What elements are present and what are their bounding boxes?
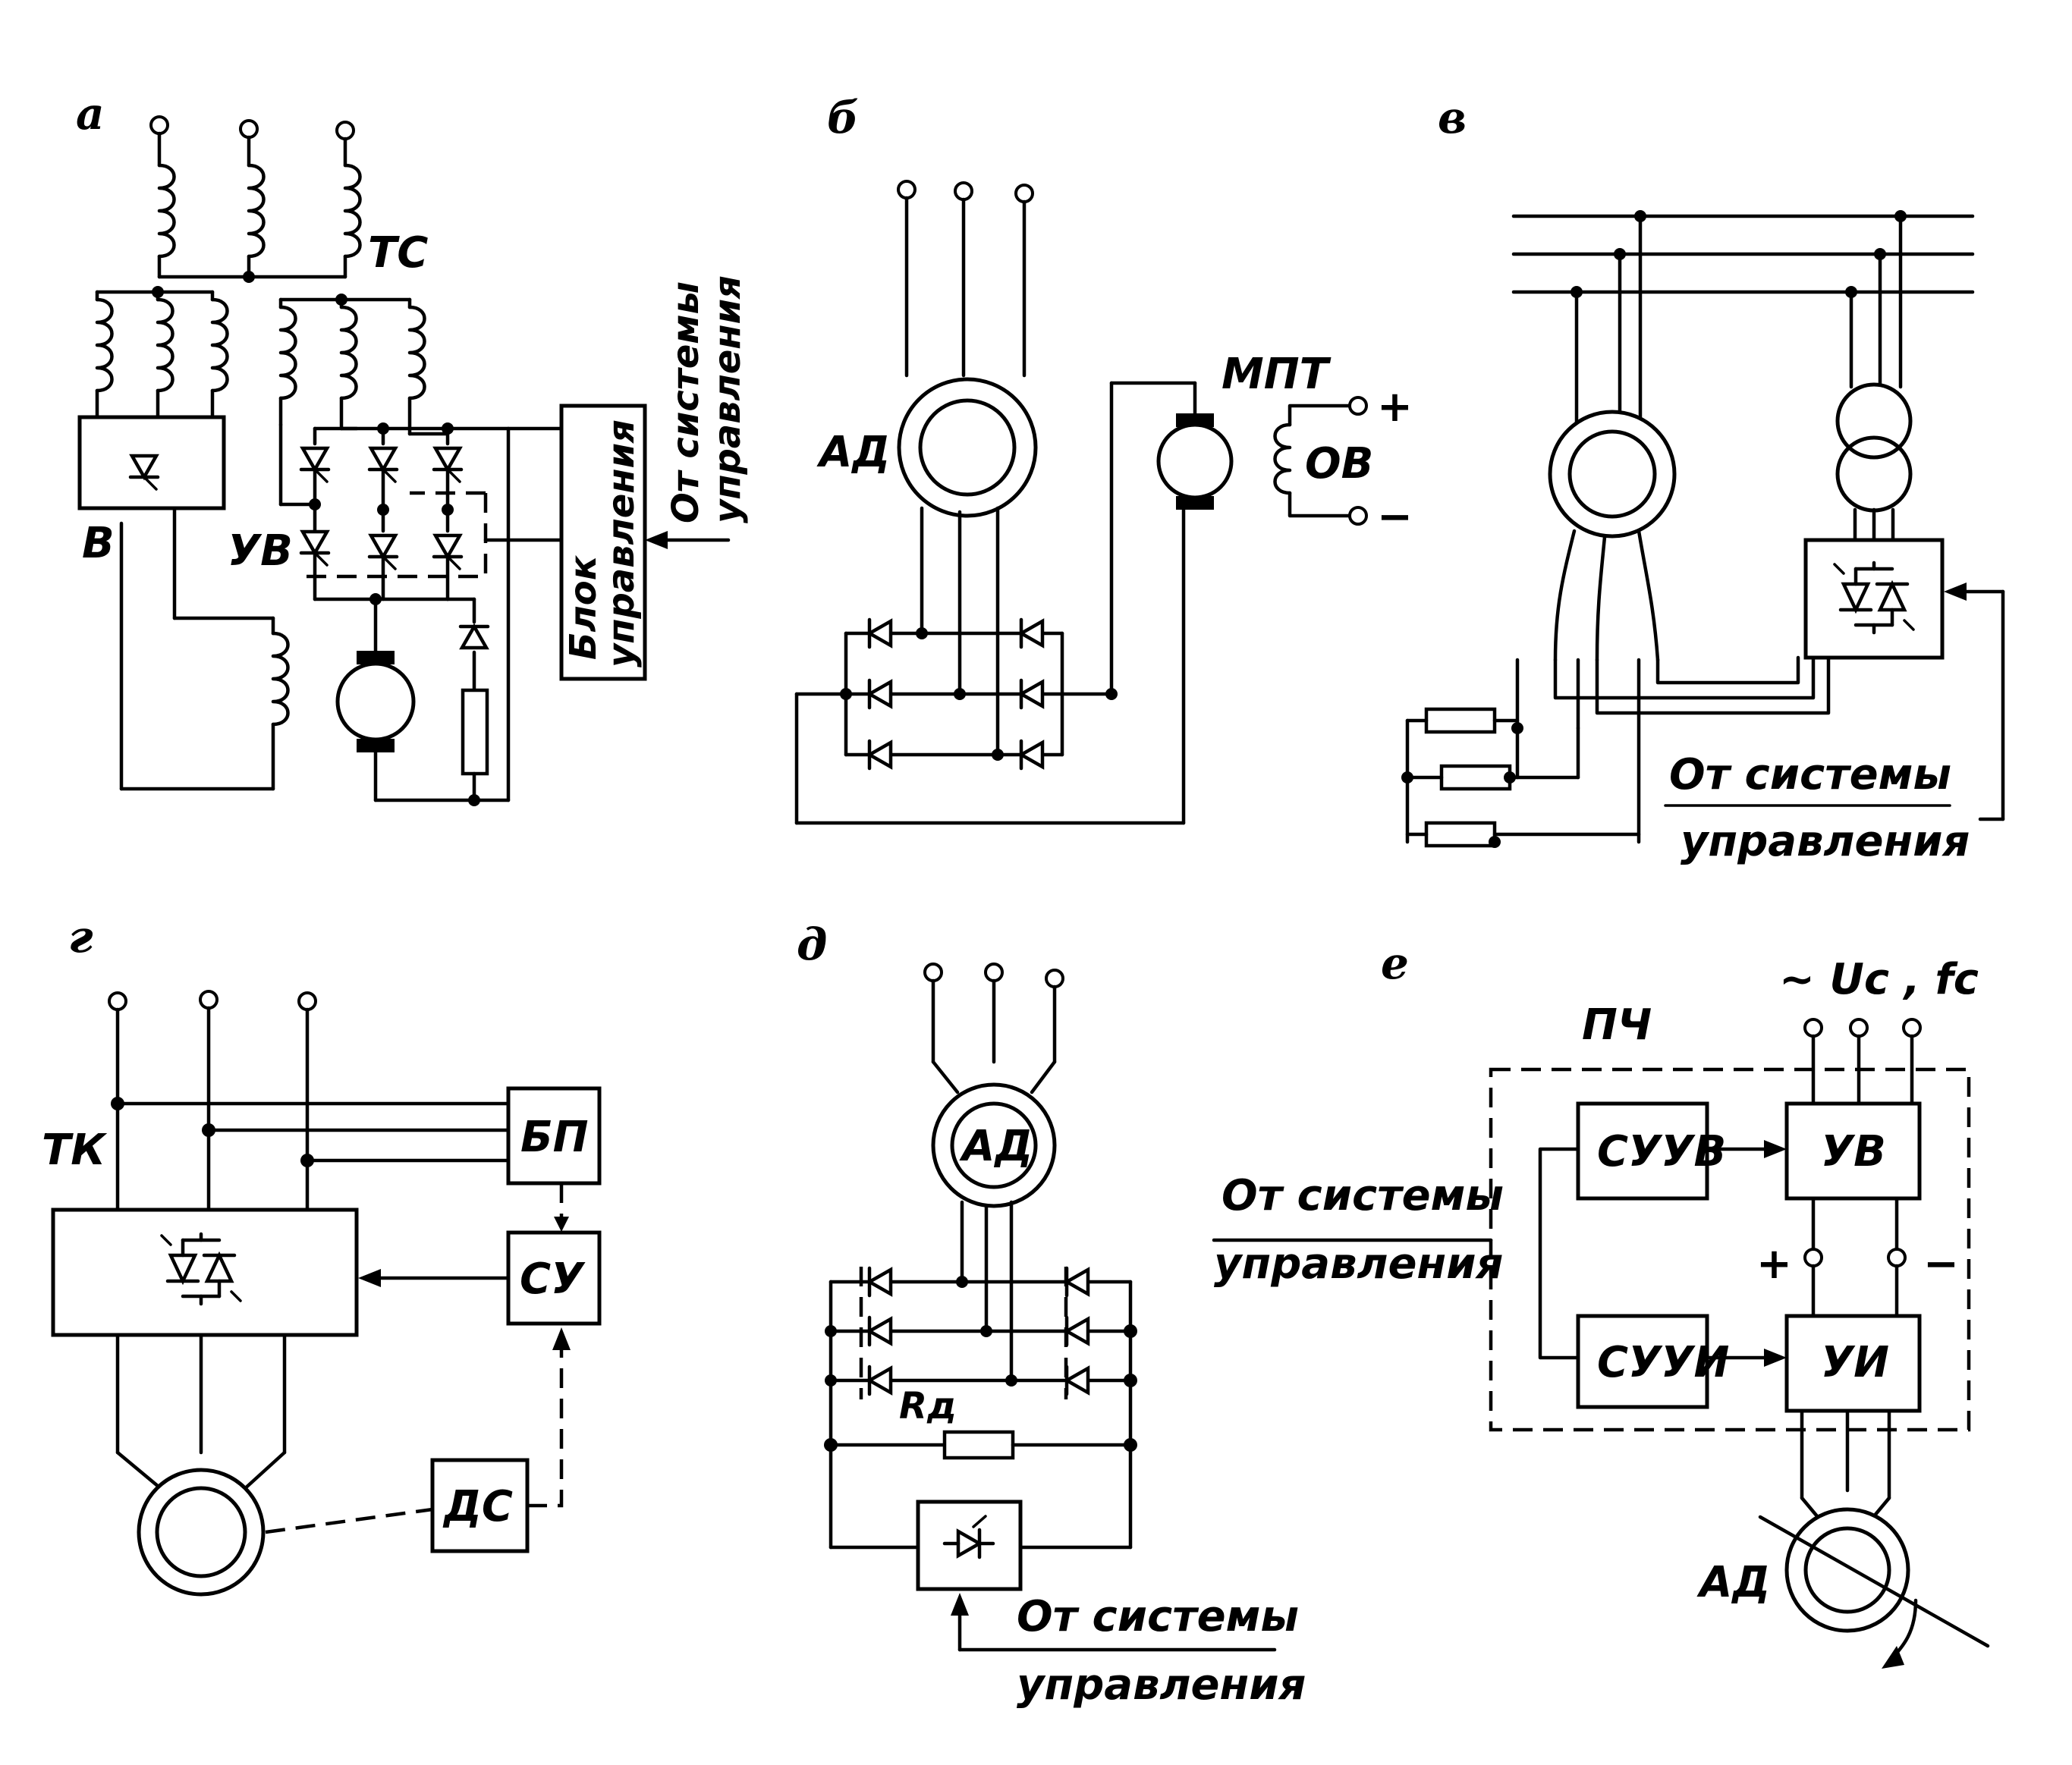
ctrl-v-line1: От системы (1669, 750, 1951, 799)
panel-g: г ТК БП СУ ДС (42, 911, 602, 1597)
ov-label: ОВ (1305, 439, 1373, 488)
dc-motor-mpt-icon (1156, 413, 1234, 510)
minus-b: − (1377, 492, 1413, 542)
ctrl-v-line2: управления (1681, 817, 1970, 866)
panel-e-letter: е (1381, 937, 1409, 989)
ctrl-a-line1: От системы (665, 281, 707, 523)
inductor-icon (273, 633, 288, 724)
resistor-icon (461, 688, 489, 776)
control-block (559, 404, 647, 681)
tc-label: ТС (368, 228, 428, 278)
b-label: В (82, 519, 115, 568)
panel-b-letter: б (827, 92, 859, 143)
resistor-icon (942, 1430, 1015, 1460)
diode-icon (1067, 1317, 1088, 1345)
ctrl-a-line2: управления (706, 275, 749, 523)
yv-label: УВ (228, 526, 293, 576)
speed-sensor-ds (430, 1458, 530, 1553)
diode-icon (1067, 1367, 1088, 1394)
diode-icon (461, 627, 488, 648)
panel-v: в (1401, 92, 2005, 866)
transformer-icon (1835, 382, 1913, 513)
control-block-label-1: Блок (562, 554, 605, 660)
yv-label-e: УВ (1821, 1127, 1886, 1176)
control-system-su (506, 1230, 602, 1326)
diode-icon (869, 620, 891, 647)
terminal-icon (1803, 1018, 1922, 1038)
yv-rectifier-box (1784, 1101, 1922, 1201)
motor-icon (1548, 410, 1677, 539)
motor-ad-icon (1758, 1507, 1990, 1669)
pch-label: ПЧ (1582, 1000, 1652, 1050)
ds-label: ДС (442, 1482, 513, 1531)
bp-label: БП (520, 1113, 589, 1162)
panel-d: д АД (797, 919, 1306, 1710)
panel-g-letter: г (68, 911, 93, 963)
resistor-icon (1439, 764, 1512, 791)
terminal-icon (149, 115, 355, 140)
diode-icon (869, 741, 891, 768)
transformer-primary-inductor-icon (157, 131, 360, 283)
ad-label-e: АД (1696, 1558, 1770, 1607)
panel-e: е ~ Uс , fс ПЧ СУУВ УВ + − СУУИ УИ От си… (1212, 937, 1990, 1669)
controlled-rectifier-yv (278, 422, 564, 605)
suuv-label: СУУВ (1597, 1127, 1726, 1176)
mpt-label: МПТ (1222, 350, 1332, 399)
motor-icon (137, 1468, 266, 1597)
panel-d-letter: д (797, 919, 827, 970)
suui-box (1576, 1314, 1709, 1409)
diode-icon (869, 680, 891, 708)
power-supply-bp (506, 1086, 602, 1186)
minus-e: − (1923, 1239, 1959, 1289)
diode-icon (1067, 1268, 1088, 1295)
ctrl-d-line1: От системы (1017, 1592, 1299, 1641)
field-winding-inductor-icon (1273, 396, 1368, 526)
control-block-label-2: управления (600, 419, 643, 667)
suuv-box (1576, 1101, 1709, 1201)
panel-b: б АД (794, 92, 1413, 825)
diode-bridge-d (825, 1267, 1137, 1550)
ad-label-b: АД (816, 428, 890, 477)
diode-icon (869, 1367, 891, 1394)
plus-e: + (1756, 1239, 1792, 1289)
panel-a: а ТС В (76, 88, 749, 806)
yi-inverter-box (1784, 1314, 1922, 1413)
terminal-icon (108, 990, 317, 1011)
ctrl-e-line2: управления (1214, 1239, 1503, 1289)
resistor-bank (1401, 707, 1641, 848)
supply-label: ~ Uс , fс (1779, 955, 1979, 1004)
yi-label: УИ (1821, 1338, 1889, 1387)
terminal-icon (897, 180, 1034, 203)
diode-icon (869, 1317, 891, 1345)
resistor-icon (1424, 707, 1497, 734)
motor-ad-icon (931, 1082, 1057, 1208)
thyristor-controller-tk (51, 1208, 359, 1337)
diode-icon (1021, 620, 1042, 647)
tk-label: ТК (42, 1126, 108, 1175)
resistor-icon (1424, 821, 1497, 848)
panel-v-letter: в (1438, 92, 1467, 143)
diode-icon (869, 1268, 891, 1295)
plus-b: + (1377, 382, 1413, 432)
secondary-left-inductor-icon (95, 286, 228, 419)
su-label: СУ (520, 1255, 586, 1304)
motor-ad-icon (897, 377, 1038, 518)
thyristor-switch-box (1803, 538, 1945, 660)
rd-label: Rд (899, 1385, 957, 1427)
diode-bridge-b (794, 620, 1118, 768)
suui-label: СУУИ (1597, 1338, 1729, 1387)
diode-icon (1021, 680, 1042, 708)
motor-icon (335, 651, 416, 752)
ctrl-e-line1: От системы (1222, 1171, 1504, 1220)
thyristor-icon (942, 1515, 995, 1559)
secondary-right-inductor-icon (278, 294, 425, 436)
diode-icon (1021, 741, 1042, 768)
ad-label-d: АД (959, 1122, 1033, 1171)
frequency-converter-boundary (1489, 1067, 1971, 1432)
panel-a-letter: а (76, 88, 105, 140)
ctrl-d-line2: управления (1017, 1660, 1306, 1710)
